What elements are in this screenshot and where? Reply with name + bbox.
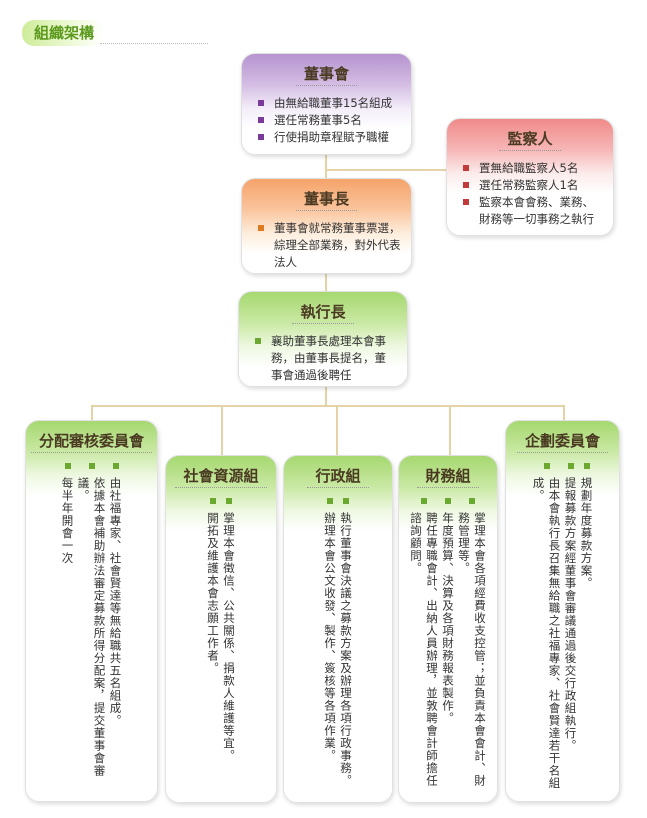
allocation-committee-item: 由社福專家、社會賢達等無給職共五名組成。 bbox=[108, 463, 124, 791]
supervisors-title: 監察人 bbox=[499, 130, 561, 151]
social-resources-item: 開拓及維護本會志願工作者。 bbox=[205, 498, 221, 792]
connector-admin bbox=[336, 405, 338, 457]
supervisors-box: 監察人 置無給職監察人5名 選任常務監察人1名 監察本會會務、業務、財務等一切事… bbox=[446, 118, 614, 236]
board-title: 董事會 bbox=[295, 65, 357, 86]
connector-finance bbox=[449, 405, 451, 457]
finance-box: 財務組 掌理本會各項經費收支控管；並負責本會會計、財務管理等。 年度預算、決算及… bbox=[398, 455, 498, 803]
finance-item: 年度預算、決算及各項財務報表製作。 bbox=[440, 498, 456, 792]
header-divider bbox=[100, 43, 208, 44]
finance-title: 財務組 bbox=[417, 467, 479, 488]
chairman-item: 董事會就常務董事票選，綜理全部業務，對外代表法人 bbox=[258, 220, 401, 271]
page-title: 組織架構 bbox=[22, 20, 105, 46]
connector-spine bbox=[325, 145, 327, 405]
connector-supervisors bbox=[326, 169, 448, 171]
board-box: 董事會 由無給職董事15名組成 選任常務董事5名 行使捐助章程賦予職權 bbox=[241, 53, 412, 155]
ceo-item: 襄助董事長處理本會事務，由董事長提名，董事會通過後聘任 bbox=[255, 333, 397, 384]
planning-committee-item: 由本會執行長召集無給職之社福專家、社會賢達若干名組成。 bbox=[531, 463, 563, 791]
admin-box: 行政組 執行董事會決議之募款方案及辦理各項行政事務。 辦理本會公文收發、製作、簽… bbox=[283, 455, 393, 803]
planning-committee-box: 企劃委員會 規劃年度募款方案。 提報募款方案經董事會審議通過後交行政組執行。 由… bbox=[505, 420, 620, 802]
admin-item: 執行董事會決議之募款方案及辦理各項行政事務。 bbox=[338, 498, 354, 792]
planning-committee-title: 企劃委員會 bbox=[516, 432, 608, 453]
supervisors-item: 置無給職監察人5名 bbox=[463, 160, 603, 177]
social-resources-box: 社會資源組 掌理本會徵信、公共關係、捐款人維護等宜。 開拓及維護本會志願工作者。 bbox=[165, 455, 277, 803]
allocation-committee-item: 每半年開會一次 bbox=[60, 463, 76, 791]
board-item: 由無給職董事15名組成 bbox=[258, 95, 401, 112]
board-item: 選任常務董事5名 bbox=[258, 112, 401, 129]
allocation-committee-box: 分配審核委員會 由社福專家、社會賢達等無給職共五名組成。 依據本會補助辦法審定募… bbox=[25, 420, 158, 802]
board-item: 行使捐助章程賦予職權 bbox=[258, 129, 401, 146]
ceo-title: 執行長 bbox=[292, 303, 354, 324]
connector-branch-bar bbox=[91, 405, 564, 407]
finance-item: 掌理本會各項經費收支控管；並負責本會會計、財務管理等。 bbox=[456, 498, 488, 792]
finance-item: 聘任專職會計、出納人員辦理，並敦聘會計師擔任諮詢顧問。 bbox=[408, 498, 440, 792]
connector-allocation bbox=[91, 405, 93, 423]
social-resources-title: 社會資源組 bbox=[175, 467, 267, 488]
admin-item: 辦理本會公文收發、製作、簽核等各項作業。 bbox=[322, 498, 338, 792]
chairman-box: 董事長 董事會就常務董事票選，綜理全部業務，對外代表法人 bbox=[241, 178, 412, 274]
social-resources-item: 掌理本會徵信、公共關係、捐款人維護等宜。 bbox=[221, 498, 237, 792]
planning-committee-item: 提報募款方案經董事會審議通過後交行政組執行。 bbox=[563, 463, 579, 791]
chairman-title: 董事長 bbox=[295, 190, 357, 211]
connector-social bbox=[221, 405, 223, 457]
allocation-committee-item: 依據本會補助辦法審定募款所得分配案，提交董事會審議。 bbox=[76, 463, 108, 791]
planning-committee-item: 規劃年度募款方案。 bbox=[579, 463, 595, 791]
connector-planning bbox=[563, 405, 565, 423]
supervisors-item: 選任常務監察人1名 bbox=[463, 177, 603, 194]
ceo-box: 執行長 襄助董事長處理本會事務，由董事長提名，董事會通過後聘任 bbox=[238, 291, 408, 387]
admin-title: 行政組 bbox=[307, 467, 369, 488]
supervisors-item: 監察本會會務、業務、財務等一切事務之執行 bbox=[463, 194, 603, 228]
allocation-committee-title: 分配審核委員會 bbox=[30, 432, 152, 453]
